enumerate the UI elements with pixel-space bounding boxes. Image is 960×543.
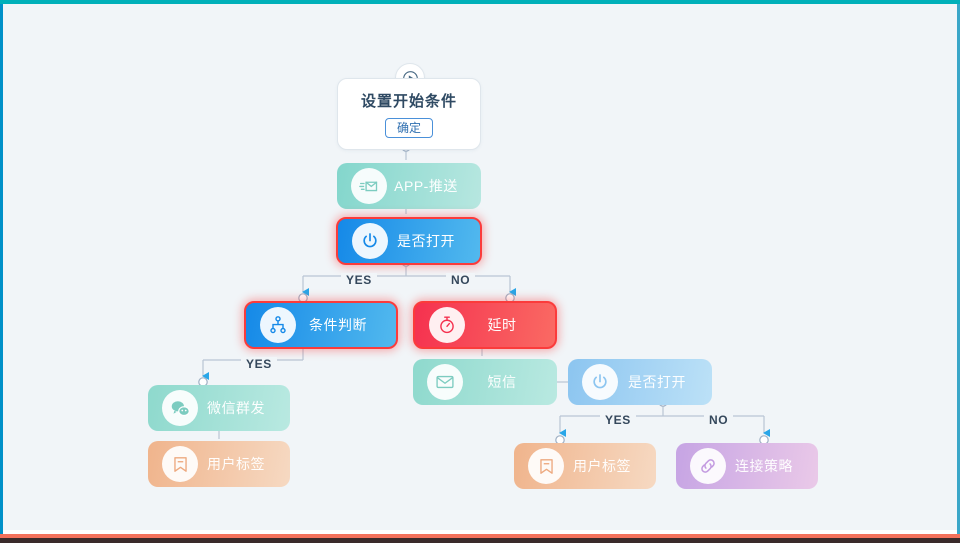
mail-icon [427,364,463,400]
node-label: 是否打开 [628,374,686,390]
confirm-button[interactable]: 确定 [384,117,433,139]
node-wechat-mass-send[interactable]: 微信群发 [148,385,290,431]
node-label: 微信群发 [207,400,265,416]
branch-label-yes-condition: YES [241,357,277,371]
envelope-push-icon [351,168,387,204]
wechat-icon [162,390,198,426]
node-label: 用户标签 [207,456,265,472]
node-app-push[interactable]: APP-推送 [337,163,481,209]
bookmark-icon [528,448,564,484]
stopwatch-icon [429,307,465,343]
node-is-open-secondary[interactable]: 是否打开 [568,359,712,405]
frame-border-right [957,4,960,535]
node-label: 短信 [487,374,517,390]
branch-label-yes-open1: YES [341,273,377,287]
node-label: 用户标签 [573,458,631,474]
start-node-title: 设置开始条件 [360,92,457,110]
flowchart-canvas[interactable]: 设置开始条件 确定 APP-推送 是否打开 [3,4,957,530]
node-link-policy[interactable]: 连接策略 [676,443,818,489]
node-is-open-primary[interactable]: 是否打开 [336,217,482,265]
frame-border-bottom [0,534,960,538]
node-label: 条件判断 [309,317,367,333]
node-label: 延时 [487,317,517,333]
power-icon [352,223,388,259]
start-condition-node[interactable]: 设置开始条件 确定 [337,78,481,150]
node-delay[interactable]: 延时 [413,301,557,349]
branch-label-no-open2: NO [704,413,734,427]
node-condition[interactable]: 条件判断 [244,301,398,349]
node-label: 连接策略 [735,458,793,474]
branch-label-no-open1: NO [446,273,476,287]
link-icon [690,448,726,484]
node-user-tag-left[interactable]: 用户标签 [148,441,290,487]
node-label: APP-推送 [394,178,458,194]
node-sms[interactable]: 短信 [413,359,557,405]
frame-border-top [0,0,960,4]
frame-border-left [0,4,3,535]
branch-label-yes-open2: YES [600,413,636,427]
frame-border-bottom-shadow [0,538,960,543]
power-icon [582,364,618,400]
branch-icon [260,307,296,343]
bookmark-icon [162,446,198,482]
node-label: 是否打开 [397,233,455,249]
node-user-tag-right[interactable]: 用户标签 [514,443,656,489]
